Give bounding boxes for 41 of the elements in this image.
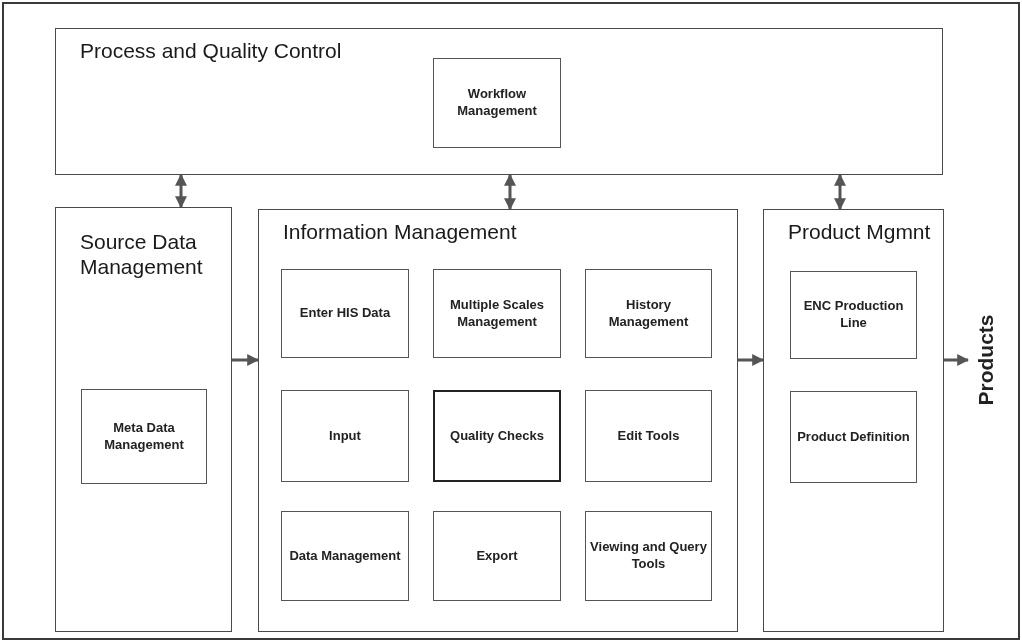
output-label: Products	[973, 314, 997, 406]
process-box	[281, 511, 409, 601]
process-box	[433, 390, 561, 482]
panel-box	[55, 207, 232, 632]
process-box	[585, 511, 712, 601]
panel-box	[258, 209, 738, 632]
process-box	[81, 389, 207, 484]
arrow	[175, 173, 187, 209]
box-label: Quality Checks	[450, 427, 544, 445]
arrow	[232, 354, 260, 366]
process-box	[585, 390, 712, 482]
process-box	[281, 390, 409, 482]
box-label: Meta Data Management	[103, 419, 185, 454]
box-label: ENC Production Line	[802, 298, 905, 332]
panel-heading: Source Data Management	[80, 230, 204, 280]
box-label: Enter HIS Data	[299, 305, 391, 322]
process-box	[585, 269, 712, 358]
arrow	[504, 173, 516, 211]
panel-heading: Process and Quality Control	[80, 39, 342, 64]
process-box	[281, 269, 409, 358]
box-label: History Management	[607, 296, 690, 331]
process-box	[433, 58, 561, 148]
panel-heading: Product Mgmnt	[788, 220, 931, 245]
box-label: Workflow Management	[456, 86, 538, 120]
box-label: Multiple Scales Management	[449, 296, 545, 331]
process-box	[790, 271, 917, 359]
box-label: Viewing and Query Tools	[590, 539, 707, 573]
box-label: Edit Tools	[617, 427, 680, 445]
arrow	[834, 173, 846, 211]
process-box	[790, 391, 917, 483]
panel-box	[55, 28, 943, 175]
box-label: Export	[476, 547, 518, 565]
arrow	[944, 354, 970, 366]
panel-heading: Information Management	[283, 220, 517, 245]
process-box	[433, 269, 561, 358]
box-label: Data Management	[289, 547, 401, 565]
arrow	[738, 354, 765, 366]
panel-box	[763, 209, 944, 632]
process-box	[433, 511, 561, 601]
box-label: Product Definition	[797, 428, 910, 446]
box-label: Input	[329, 427, 361, 445]
